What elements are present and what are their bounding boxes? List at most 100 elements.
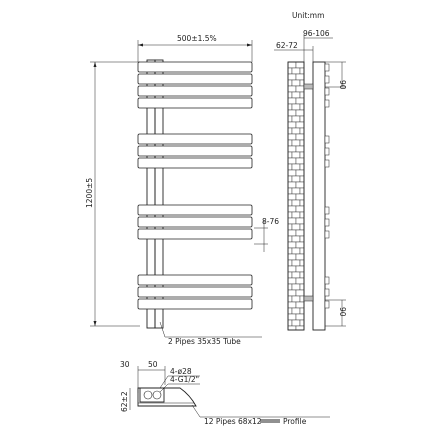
brick: [291, 139, 301, 147]
brick: [287, 229, 297, 237]
height-dim-label: 1200±5: [85, 178, 94, 208]
brick: [295, 133, 305, 141]
brick: [287, 193, 297, 201]
brick: [295, 109, 305, 117]
width-dim-label: 500±1.5%: [177, 34, 217, 43]
brick: [291, 211, 301, 219]
brick: [287, 223, 293, 231]
brick: [287, 91, 293, 99]
brick: [287, 301, 297, 309]
brick: [295, 265, 305, 273]
brick: [299, 295, 305, 303]
brick: [295, 193, 305, 201]
radiator-bar: [137, 85, 253, 97]
brick-wall: [287, 61, 305, 331]
brick: [291, 247, 301, 255]
brick: [287, 265, 297, 273]
brick: [291, 115, 301, 123]
brick: [287, 97, 297, 105]
side-bar-marker: [324, 99, 330, 108]
side-view: 96-106 62-72 90 90: [274, 29, 347, 331]
dim-bottom-right: 90: [338, 307, 347, 317]
brick: [299, 271, 305, 279]
brick: [299, 319, 305, 327]
brick: [287, 139, 293, 147]
side-bar-marker: [324, 300, 330, 309]
brick: [299, 91, 305, 99]
brick: [287, 277, 297, 285]
side-bar-marker: [324, 75, 330, 84]
brick: [291, 163, 301, 171]
brick: [295, 73, 305, 81]
brick: [295, 169, 305, 177]
brick: [287, 319, 293, 327]
brick: [287, 163, 293, 171]
brick: [287, 103, 293, 111]
side-bar-marker: [324, 206, 330, 215]
profile-pipes-label: 12 Pipes 68x12: [204, 417, 262, 426]
radiator-bar: [137, 133, 253, 145]
radiator-bar: [137, 274, 253, 286]
brick: [287, 151, 293, 159]
brick: [299, 127, 305, 135]
brick: [287, 67, 293, 75]
brick: [287, 313, 297, 321]
brick: [299, 115, 305, 123]
brick: [287, 241, 297, 249]
brick: [287, 205, 297, 213]
brick: [287, 127, 293, 135]
brick: [291, 103, 301, 111]
radiator-side-profile: [312, 61, 326, 331]
brick: [291, 67, 301, 75]
brick: [291, 175, 301, 183]
brick: [291, 259, 301, 267]
dim-top-outer: 96-106: [303, 29, 330, 38]
brick: [299, 199, 305, 207]
radiator-bar: [137, 228, 253, 240]
brick: [287, 283, 293, 291]
brick: [299, 307, 305, 315]
brick: [299, 187, 305, 195]
brick: [287, 271, 293, 279]
brick: [287, 73, 297, 81]
holes-label: 4-ø28: [170, 367, 192, 376]
brick: [295, 325, 305, 331]
radiator-bars: [137, 61, 253, 310]
radiator-bar: [137, 286, 253, 298]
side-bar-marker: [324, 135, 330, 144]
brick: [295, 313, 305, 321]
brick: [287, 253, 297, 261]
unit-label: Unit:mm: [292, 11, 324, 20]
brick: [299, 235, 305, 243]
brick: [291, 151, 301, 159]
brick: [287, 307, 293, 315]
brick: [295, 229, 305, 237]
side-bar-marker: [324, 159, 330, 168]
vertical-tube-right: [154, 59, 164, 329]
brick: [291, 127, 301, 135]
bottom-dim-a: 30: [120, 360, 130, 369]
brick: [299, 259, 305, 267]
radiator-bar: [137, 298, 253, 310]
dim-top-inner: 62-72: [276, 41, 298, 50]
brick: [299, 175, 305, 183]
radiator-bar: [137, 157, 253, 169]
brick: [299, 103, 305, 111]
brick: [287, 295, 293, 303]
side-top-dims: 96-106 62-72: [274, 29, 333, 62]
side-bar-marker: [324, 288, 330, 297]
brick: [295, 241, 305, 249]
radiator-bar: [137, 216, 253, 228]
wall-brackets: [303, 83, 314, 302]
brick: [287, 247, 293, 255]
brick: [299, 151, 305, 159]
brick: [287, 169, 297, 177]
brick: [291, 187, 301, 195]
brick: [287, 217, 297, 225]
brick: [295, 61, 305, 69]
spacing-dim-label: 8-76: [262, 217, 279, 226]
radiator-bar: [137, 73, 253, 85]
brick: [299, 283, 305, 291]
brick: [287, 109, 297, 117]
